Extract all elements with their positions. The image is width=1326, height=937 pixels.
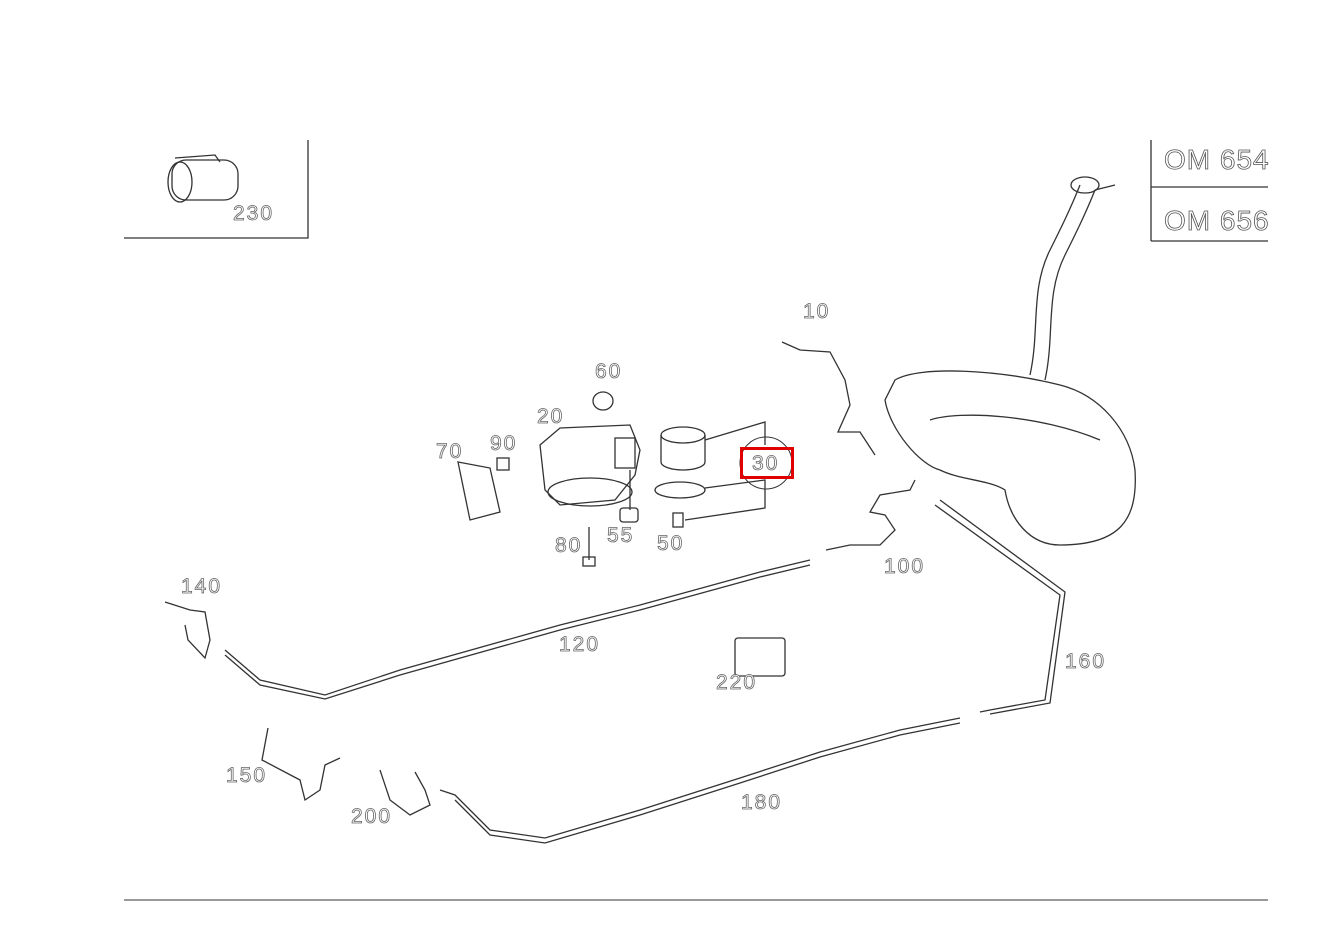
hose-100 <box>825 479 916 551</box>
highlight-box <box>740 447 794 479</box>
callout-80[interactable]: 80 <box>555 534 583 557</box>
pipe-120 <box>224 559 811 696</box>
engine-variant-table <box>1150 140 1268 242</box>
ring-60 <box>592 391 614 411</box>
part-230-sleeve <box>167 154 239 203</box>
callout-220[interactable]: 220 <box>716 671 758 694</box>
callout-120[interactable]: 120 <box>559 633 601 656</box>
inset-frame-230 <box>124 140 309 239</box>
pipe-180 <box>439 717 961 839</box>
callout-180[interactable]: 180 <box>741 791 783 814</box>
bushing-55 <box>619 507 639 523</box>
pipe-10 <box>781 341 876 456</box>
bolt-80 <box>582 527 596 567</box>
hose-200 <box>379 769 431 816</box>
callout-10[interactable]: 10 <box>803 300 831 323</box>
callout-60[interactable]: 60 <box>595 360 623 383</box>
hose-140 <box>164 601 211 660</box>
fuel-tank <box>884 176 1136 546</box>
callout-90[interactable]: 90 <box>490 432 518 455</box>
engine-variant-om656: OM 656 <box>1164 205 1270 236</box>
callout-200[interactable]: 200 <box>351 805 393 828</box>
callout-70[interactable]: 70 <box>436 440 464 463</box>
callout-100[interactable]: 100 <box>884 555 926 578</box>
callout-20[interactable]: 20 <box>537 405 565 428</box>
callout-230[interactable]: 230 <box>233 202 275 225</box>
connector-220 <box>734 637 786 677</box>
engine-variant-om654: OM 654 <box>1164 144 1270 175</box>
callout-55[interactable]: 55 <box>607 524 635 547</box>
callout-160[interactable]: 160 <box>1065 650 1107 673</box>
callout-50[interactable]: 50 <box>657 532 685 555</box>
fuel-pump-20 <box>539 424 641 510</box>
pipe-160 <box>934 504 1061 713</box>
hose-150 <box>261 727 341 802</box>
callout-140[interactable]: 140 <box>181 575 223 598</box>
callout-30[interactable]: 30 <box>752 452 780 475</box>
nut-90 <box>496 457 510 471</box>
callout-150[interactable]: 150 <box>226 764 268 787</box>
flange-70 <box>457 461 501 521</box>
